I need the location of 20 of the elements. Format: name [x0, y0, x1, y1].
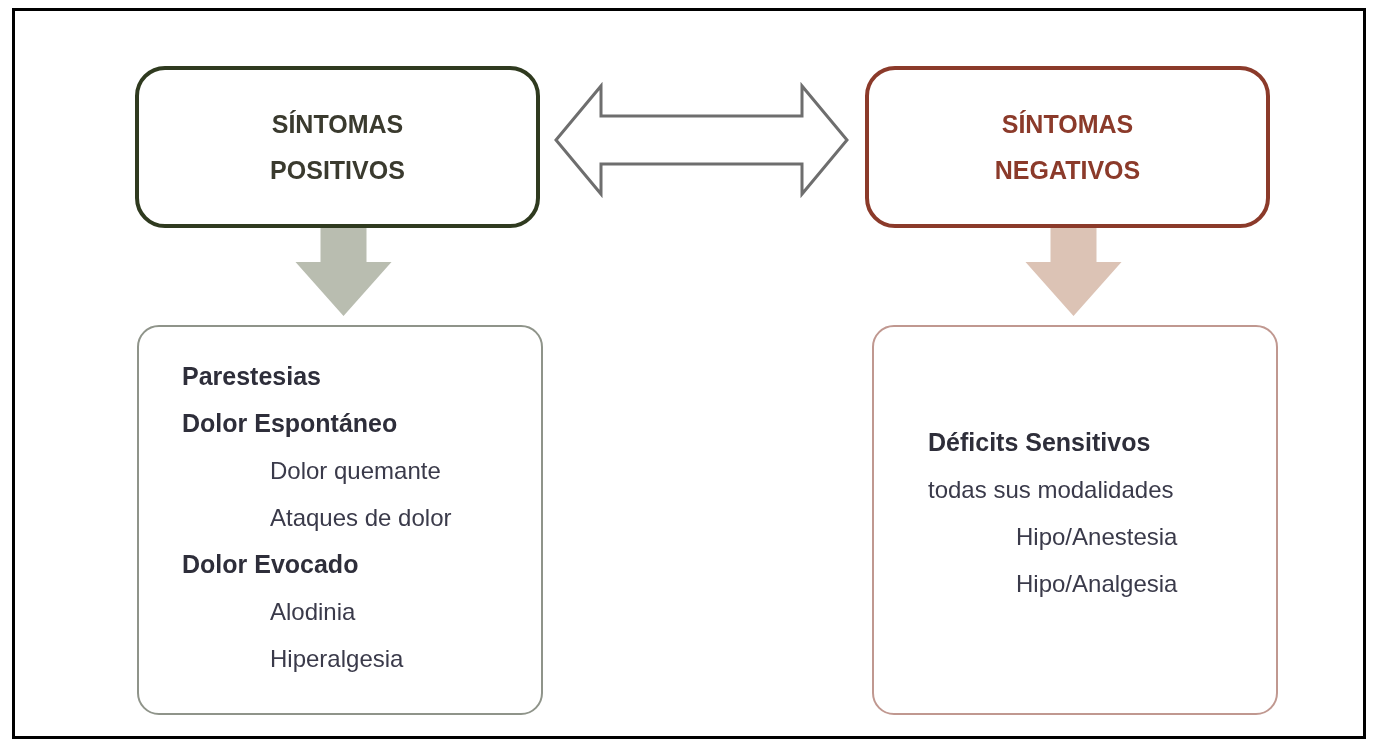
category-box [135, 66, 540, 228]
category-title: SÍNTOMAS POSITIVOS [269, 109, 406, 186]
list-item: Hipo/Anestesia [1016, 522, 1178, 552]
block-arrow [1025, 228, 1122, 316]
list-item: Hipo/Analgesia [1016, 569, 1178, 599]
list-item: Hiperalgesia [270, 644, 404, 674]
category-title: SÍNTOMAS NEGATIVOS [993, 109, 1142, 186]
list-item: Dolor quemante [270, 456, 441, 486]
list-heading: Parestesias [182, 361, 321, 392]
list-box [137, 325, 543, 715]
double-arrow [554, 81, 849, 199]
list-item: Alodinia [270, 597, 356, 627]
list-heading: Dolor Espontáneo [182, 408, 398, 439]
block-arrow [295, 228, 392, 316]
list-heading: Déficits Sensitivos [928, 427, 1151, 458]
list-item: Ataques de dolor [270, 503, 452, 533]
category-box [865, 66, 1270, 228]
list-item: todas sus modalidades [928, 475, 1174, 505]
list-heading: Dolor Evocado [182, 549, 359, 580]
list-box [872, 325, 1278, 715]
